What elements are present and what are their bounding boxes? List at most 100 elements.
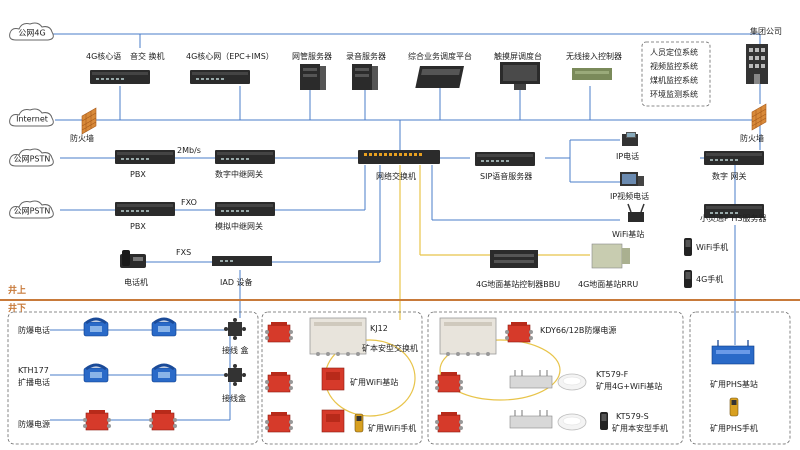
mine-switch-label: 矿本安型交换机	[362, 344, 418, 353]
mine-phs-handset-icon	[729, 397, 739, 417]
explosion-phone-2-icon	[150, 317, 178, 338]
system-2-label: 视频监控系统	[650, 62, 698, 71]
group-company-building-icon	[746, 44, 768, 84]
broadcast-phone-1-icon	[82, 363, 110, 384]
4g-handset-label: 4G手机	[696, 275, 724, 284]
ip-video-phone-icon	[620, 172, 644, 186]
firewall-right-icon	[751, 103, 767, 131]
sip-server-label: SIP语音服务器	[480, 172, 533, 181]
region-underground-phones	[7, 311, 259, 445]
voice-switch-label: 音交 换机	[130, 52, 165, 61]
firewall-left-icon	[81, 107, 97, 135]
mine-wifi-handset-label: 矿用WiFi手机	[368, 424, 417, 433]
analog-trunk-gateway-icon	[215, 202, 275, 216]
explosion-power-2-icon	[148, 409, 178, 431]
wifi-base-icon	[627, 203, 645, 222]
cloud-4g-label: 公网4G	[18, 28, 46, 38]
systems-box	[641, 41, 711, 107]
ip-video-phone-label: IP视频电话	[610, 192, 650, 201]
phs-server-label: 小灵通P HS服务器	[700, 214, 767, 223]
region-underground-phs	[689, 311, 791, 445]
network-mgmt-label: 网管服务器	[292, 52, 332, 61]
system-4-label: 环境监测系统	[650, 90, 698, 99]
surface-label: 井上	[8, 286, 27, 296]
cloud-pstn-1-label: 公网PSTN	[13, 154, 51, 164]
group-company-label: 集团公司	[750, 27, 782, 36]
bbu-controller-icon	[490, 250, 538, 268]
digital-trunk-gateway-icon	[215, 150, 275, 164]
firewall-left-label: 防火墙	[70, 134, 94, 143]
firewall-right-label: 防火墙	[740, 134, 764, 143]
bbu-label: 4G地面基站控制器BBU	[476, 280, 561, 289]
mine-power-1-icon	[264, 321, 294, 343]
mine-power-2-icon	[264, 371, 294, 393]
broadcast-phone-label: 扩播电话	[18, 378, 50, 387]
kt579s-label: KT579-S	[616, 412, 649, 421]
mine-power-3-icon	[264, 411, 294, 433]
recording-server-icon	[352, 64, 378, 90]
wireless-controller-icon	[572, 68, 612, 80]
rru-icon	[591, 243, 630, 269]
dispatch-platform-icon	[415, 66, 464, 88]
wifi-base-label: WiFi基站	[612, 230, 645, 239]
iad-label: IAD 设备	[220, 278, 253, 287]
pbx-1-label: PBX	[130, 170, 146, 179]
explosion-phone-1-icon	[82, 317, 110, 338]
mine-phs-base-label: 矿用PHS基站	[710, 380, 758, 389]
junction-box-2-label: 接线盒	[222, 394, 246, 403]
explosion-phone-label: 防爆电话	[18, 326, 50, 335]
kdy66-power-cabinet-icon	[439, 317, 497, 357]
mine-safe-handset-label: 矿用本安型手机	[612, 424, 668, 433]
kdy66-label: KDY66/12B防爆电源	[540, 326, 617, 335]
broadcast-phone-2-icon	[150, 363, 178, 384]
power-links	[324, 165, 590, 417]
kj12-label: KJ12	[370, 324, 388, 333]
kth177-label: KTH177	[18, 366, 49, 375]
kt579f-base-icon	[509, 369, 553, 389]
mine-wifi-handset-icon	[354, 413, 364, 433]
analog-trunk-label: 模拟中继网关	[215, 222, 263, 231]
system-1-label: 人员定位系统	[650, 48, 698, 57]
touch-dispatch-label: 触摸屏调度台	[494, 52, 542, 61]
mine-wifi-base-2-icon	[321, 409, 345, 433]
ip-phone-label: IP电话	[616, 152, 640, 161]
core-4g-voice-switch-icon	[90, 70, 150, 84]
cloud-pstn-2-label: 公网PSTN	[13, 206, 51, 216]
kt579s-ap-icon	[557, 413, 587, 431]
explosion-power-label: 防爆电源	[18, 420, 50, 429]
phone-label: 电话机	[124, 278, 148, 287]
region-underground-4g	[427, 311, 684, 445]
pbx-2-label: PBX	[130, 222, 146, 231]
explosion-power-1-icon	[82, 409, 112, 431]
core-4g-voice-label: 4G核心语	[86, 52, 122, 61]
cloud-internet-label: Internet	[16, 114, 48, 124]
mine-4g-power-2-icon	[434, 411, 464, 433]
wifi-handset-icon	[684, 238, 692, 256]
fxo-label: FXO	[181, 198, 197, 207]
kt579s-base-icon	[509, 409, 553, 429]
kdy66-power-box-icon	[504, 321, 534, 343]
sip-server-icon	[475, 152, 535, 166]
digital-gateway-label: 数字 网关	[712, 172, 747, 181]
mine-safe-handset-icon	[600, 412, 608, 430]
network-mgmt-server-icon	[300, 64, 326, 90]
junction-box-2-icon	[224, 364, 246, 386]
system-3-label: 煤机监控系统	[650, 76, 698, 85]
dispatch-platform-label: 综合业务调度平台	[408, 52, 472, 61]
rate-label: 2Mb/s	[177, 146, 201, 155]
pbx-2-icon	[115, 202, 175, 216]
region-underground-wifi	[261, 311, 423, 445]
network-switch-label: 网络交换机	[376, 172, 416, 181]
core-4g-net-label: 4G核心网（EPC+IMS）	[186, 52, 274, 61]
desk-phone-icon	[120, 250, 146, 268]
core-4g-network-icon	[190, 70, 250, 84]
mine-4g-wifi-base-label: 矿用4G+WiFi基站	[596, 382, 663, 391]
touch-dispatch-icon	[500, 62, 540, 90]
4g-handset-icon	[684, 270, 692, 288]
mine-wifi-base-label: 矿用WiFi基站	[350, 378, 399, 387]
mine-wifi-base-icon	[321, 367, 345, 391]
fxs-label: FXS	[176, 248, 192, 257]
mine-phs-base-icon	[711, 340, 755, 365]
rru-label: 4G地面基站RRU	[578, 280, 639, 289]
